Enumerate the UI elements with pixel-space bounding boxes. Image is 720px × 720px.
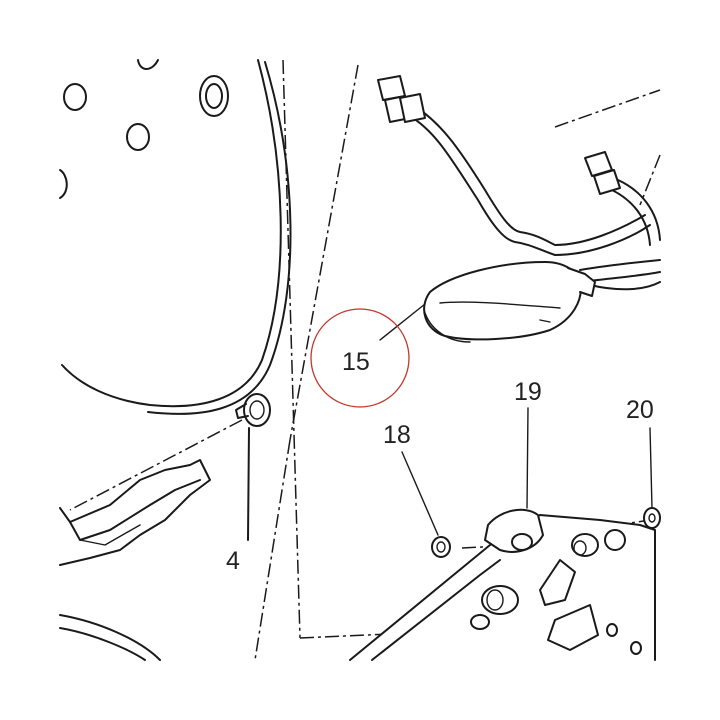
wiring-harness [377,75,661,291]
callout-4[interactable]: 4 [226,547,240,575]
nut-part-18 [431,536,451,558]
mount-bracket [349,508,656,661]
leader-lines [379,303,653,536]
body-panel [59,59,292,415]
callout-15-highlight-ring [310,308,410,408]
washer-part-20 [643,507,661,529]
callout-19[interactable]: 19 [514,378,542,406]
callout-15[interactable]: 15 [342,348,370,376]
lower-left-bracket [59,459,211,661]
callout-18[interactable]: 18 [383,421,411,449]
turn-signal-part-15 [423,261,596,343]
screw-part-4 [235,393,271,541]
callout-20[interactable]: 20 [626,396,654,424]
